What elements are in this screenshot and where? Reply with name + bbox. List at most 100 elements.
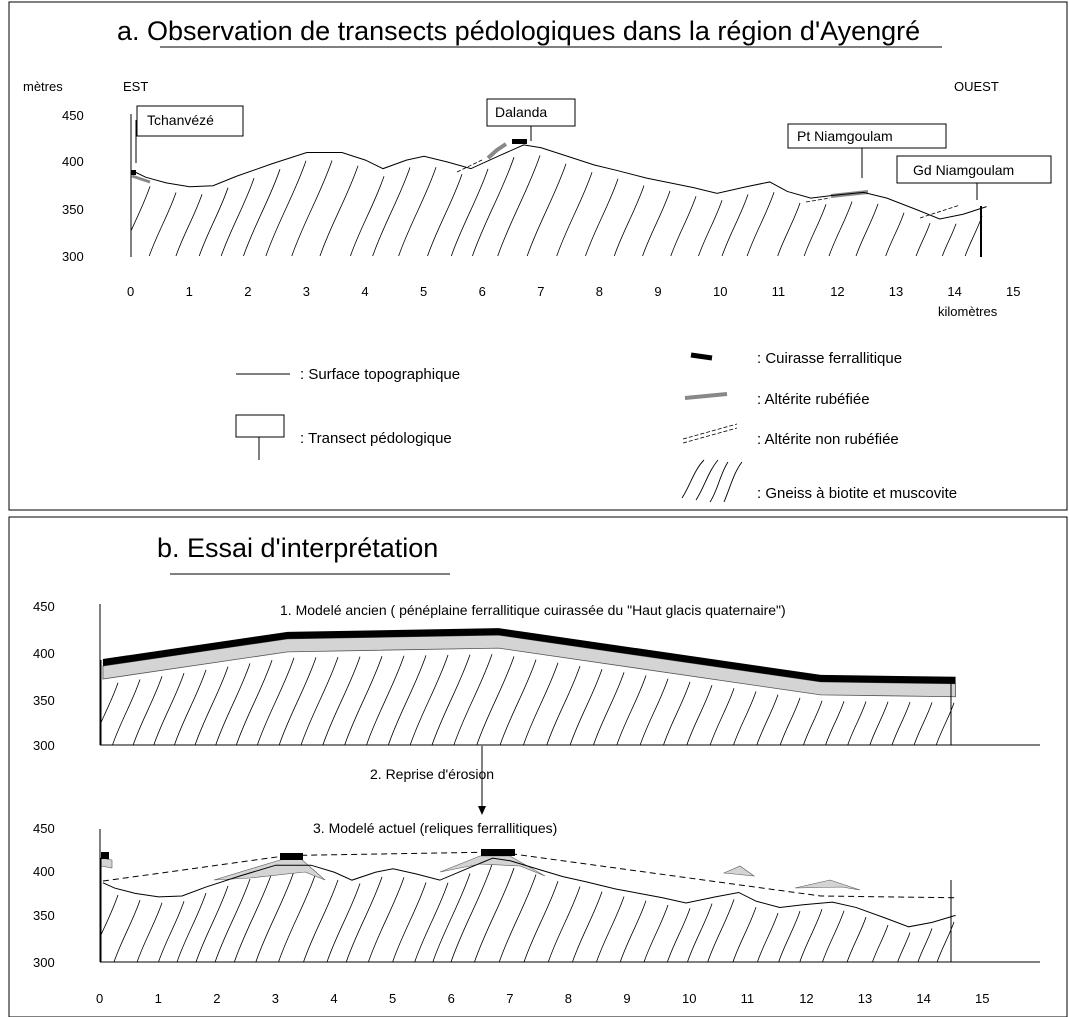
gneiss-stroke [453,654,493,746]
x-tick-label: 10 [682,991,696,1006]
panel-b-frame [8,516,1068,1017]
gneiss-stroke [326,883,361,963]
gneiss-stroke [777,202,801,256]
gneiss-stroke [476,656,515,746]
gneiss-stroke [732,906,757,963]
label-reprise-erosion: 2. Reprise d'érosion [370,766,494,782]
gneiss-stroke [642,190,671,256]
west-label: OUEST [954,79,999,94]
y-tick-label: 450 [62,108,84,123]
gneiss-stroke [148,192,177,256]
alterite-rubefiee-tchanveze [131,174,151,184]
gneiss-stroke [113,899,141,963]
x-tick-label: 10 [713,284,727,299]
gneiss-stroke [670,196,697,256]
x-tick-label: 9 [623,991,630,1006]
x-tick-label: 5 [420,284,427,299]
gneiss-stroke [300,656,339,746]
gneiss-stroke [913,702,933,746]
cuirasse-relic [481,849,515,856]
legend-transect-label: : Transect pédologique [300,430,452,447]
gneiss-stroke [885,212,905,256]
gneiss-stroke [112,679,141,746]
gneiss-stroke [256,657,295,746]
gneiss-stroke [472,157,515,256]
x-tick-label: 6 [448,991,455,1006]
gneiss-stroke [100,894,119,939]
legend-gneiss-swatch [681,459,743,503]
x-tick-label: 13 [889,284,903,299]
gneiss-stroke [291,160,333,256]
gneiss-stroke [499,659,537,746]
x-tick-label: 6 [479,284,486,299]
gneiss-stroke [100,682,119,726]
gneiss-stroke [278,872,317,963]
alterite-non-rubefiee [456,159,483,173]
gneiss-stroke [431,654,471,746]
gneiss-stroke [757,912,779,963]
gneiss-stroke [936,921,955,963]
x-tick-label: 11 [772,284,786,299]
gneiss-hatching [100,654,955,746]
x-tick-label: 7 [537,284,544,299]
gneiss-stroke [803,204,827,256]
gneiss-stroke [613,185,645,256]
y-tick-label: 450 [33,599,55,614]
transect-label: Tchanvézé [147,112,214,128]
x-tick-label: 1 [186,284,193,299]
gneiss-stroke [847,701,867,746]
gneiss-stroke [131,186,151,232]
legend-cuirasse-swatch [690,352,713,361]
gneiss-stroke [350,176,385,256]
alterite-non-rubefiee [805,197,831,203]
gneiss-stroke [915,222,931,256]
y-tick-label: 350 [62,202,84,217]
current-topography [102,857,956,928]
gneiss-stroke [855,203,879,256]
gneiss-stroke [756,694,779,746]
cuirasse-dalanda [512,139,527,144]
gneiss-stroke [198,187,229,256]
transect-dalanda: Dalanda [486,98,576,141]
gneiss-stroke [572,891,603,963]
y-tick-label: 400 [33,864,55,879]
transect-gd-niamgoulam: Gd Niamgoulam [896,155,1052,200]
gneiss-stroke [616,675,647,746]
y-tick-label: 350 [33,908,55,923]
x-tick-label: 0 [127,284,134,299]
gneiss-stroke [450,864,493,963]
gneiss-hatching [100,864,955,963]
gneiss-stroke [220,177,255,256]
gneiss-stroke [593,672,625,746]
cuirasse-relic [280,853,303,860]
gneiss-stroke [639,678,669,746]
gneiss-stroke [243,169,281,256]
gneiss-stroke [153,672,185,746]
gneiss-stroke [721,194,749,256]
gneiss-stroke [569,669,603,746]
gneiss-stroke [556,172,593,256]
x-tick-label: 15 [1006,284,1020,299]
gneiss-stroke [872,924,889,963]
x-tick-label: 3 [272,991,279,1006]
panel-b-title: b. Essai d'interprétation [157,533,438,563]
gneiss-stroke [526,163,567,256]
cuirasse-tchanveze [131,170,136,175]
x-tick-label: 7 [506,991,513,1006]
gneiss-stroke [195,885,229,963]
gneiss-stroke [891,701,911,746]
cuirasse-layer [102,628,956,684]
gneiss-stroke [803,700,823,746]
gneiss-stroke [278,657,317,746]
gneiss-stroke [372,167,411,256]
gneiss-stroke [215,663,251,746]
gneiss-stroke [897,932,911,963]
gneiss-stroke [235,660,273,746]
gneiss-stroke [392,882,427,963]
y-tick-label: 300 [33,738,55,753]
gneiss-stroke [432,873,471,963]
gneiss-stroke [596,896,625,963]
x-tick-label: 8 [596,284,603,299]
legend-surface-label: : Surface topographique [300,366,460,383]
